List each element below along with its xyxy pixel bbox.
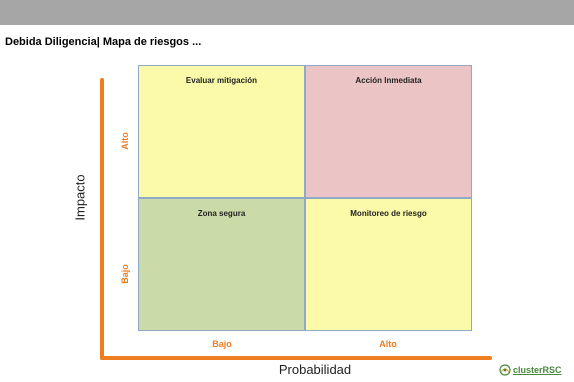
x-tick-high: Alto xyxy=(379,339,397,349)
quadrant-label: Evaluar mitigación xyxy=(185,76,258,85)
quadrant-label: Acción Inmediata xyxy=(355,76,422,85)
quadrant-safe-zone: Zona segura xyxy=(138,198,305,331)
quadrant-label: Zona segura xyxy=(197,209,246,218)
y-tick-high: Alto xyxy=(120,132,130,150)
y-axis-title: Impacto xyxy=(72,174,88,221)
x-tick-low: Bajo xyxy=(212,339,232,349)
page-title: Debida Diligencia| Mapa de riesgos ... xyxy=(5,36,202,48)
y-tick-low: Bajo xyxy=(120,264,130,284)
x-axis-line xyxy=(100,356,492,360)
x-axis-title: Probabilidad xyxy=(278,362,352,377)
quadrant-evaluate-mitigation: Evaluar mitigación xyxy=(138,65,305,198)
cluster-logo-icon xyxy=(499,364,511,376)
quadrant-immediate-action: Acción Inmediata xyxy=(305,65,472,198)
top-banner xyxy=(0,0,574,25)
cluster-logo: clusterRSC xyxy=(499,364,562,376)
quadrant-label: Monitoreo de riesgo xyxy=(350,209,427,218)
quadrant-risk-monitoring: Monitoreo de riesgo xyxy=(305,198,472,331)
logo-text: clusterRSC xyxy=(513,365,562,375)
y-axis-line xyxy=(100,78,104,360)
